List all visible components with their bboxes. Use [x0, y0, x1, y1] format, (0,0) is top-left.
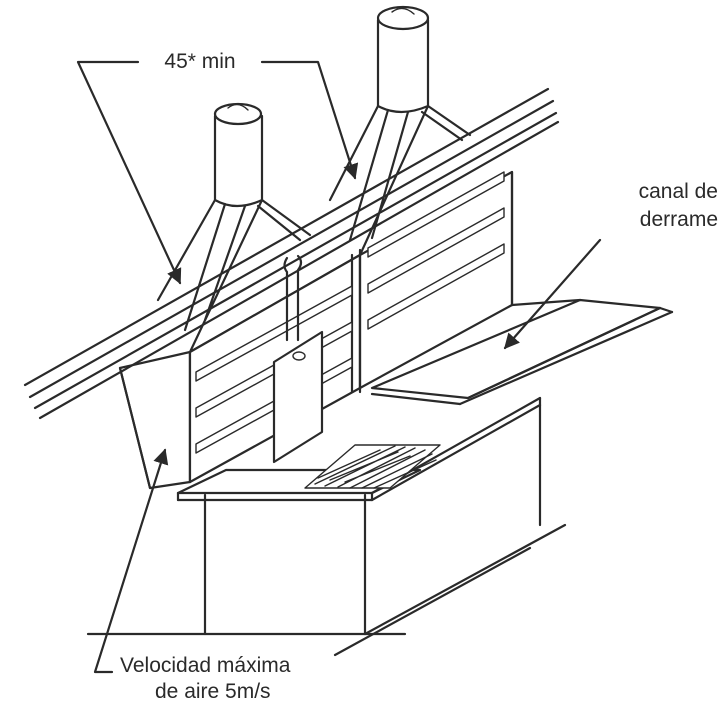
duct-left — [156, 102, 312, 354]
base-support — [86, 396, 567, 657]
leader-lines — [76, 60, 602, 674]
hanging-tag — [272, 254, 324, 464]
velocity-label-line1: Velocidad máxima — [120, 654, 291, 677]
liquid-surface — [304, 444, 441, 489]
channel-label-line1: canal de — [639, 180, 718, 203]
channel-label-line2: derrame — [640, 208, 718, 231]
angle-label: 45* min — [164, 50, 235, 73]
velocity-label-line2: de aire 5m/s — [155, 680, 271, 703]
duct-right — [328, 5, 472, 257]
support-rail — [23, 87, 560, 420]
